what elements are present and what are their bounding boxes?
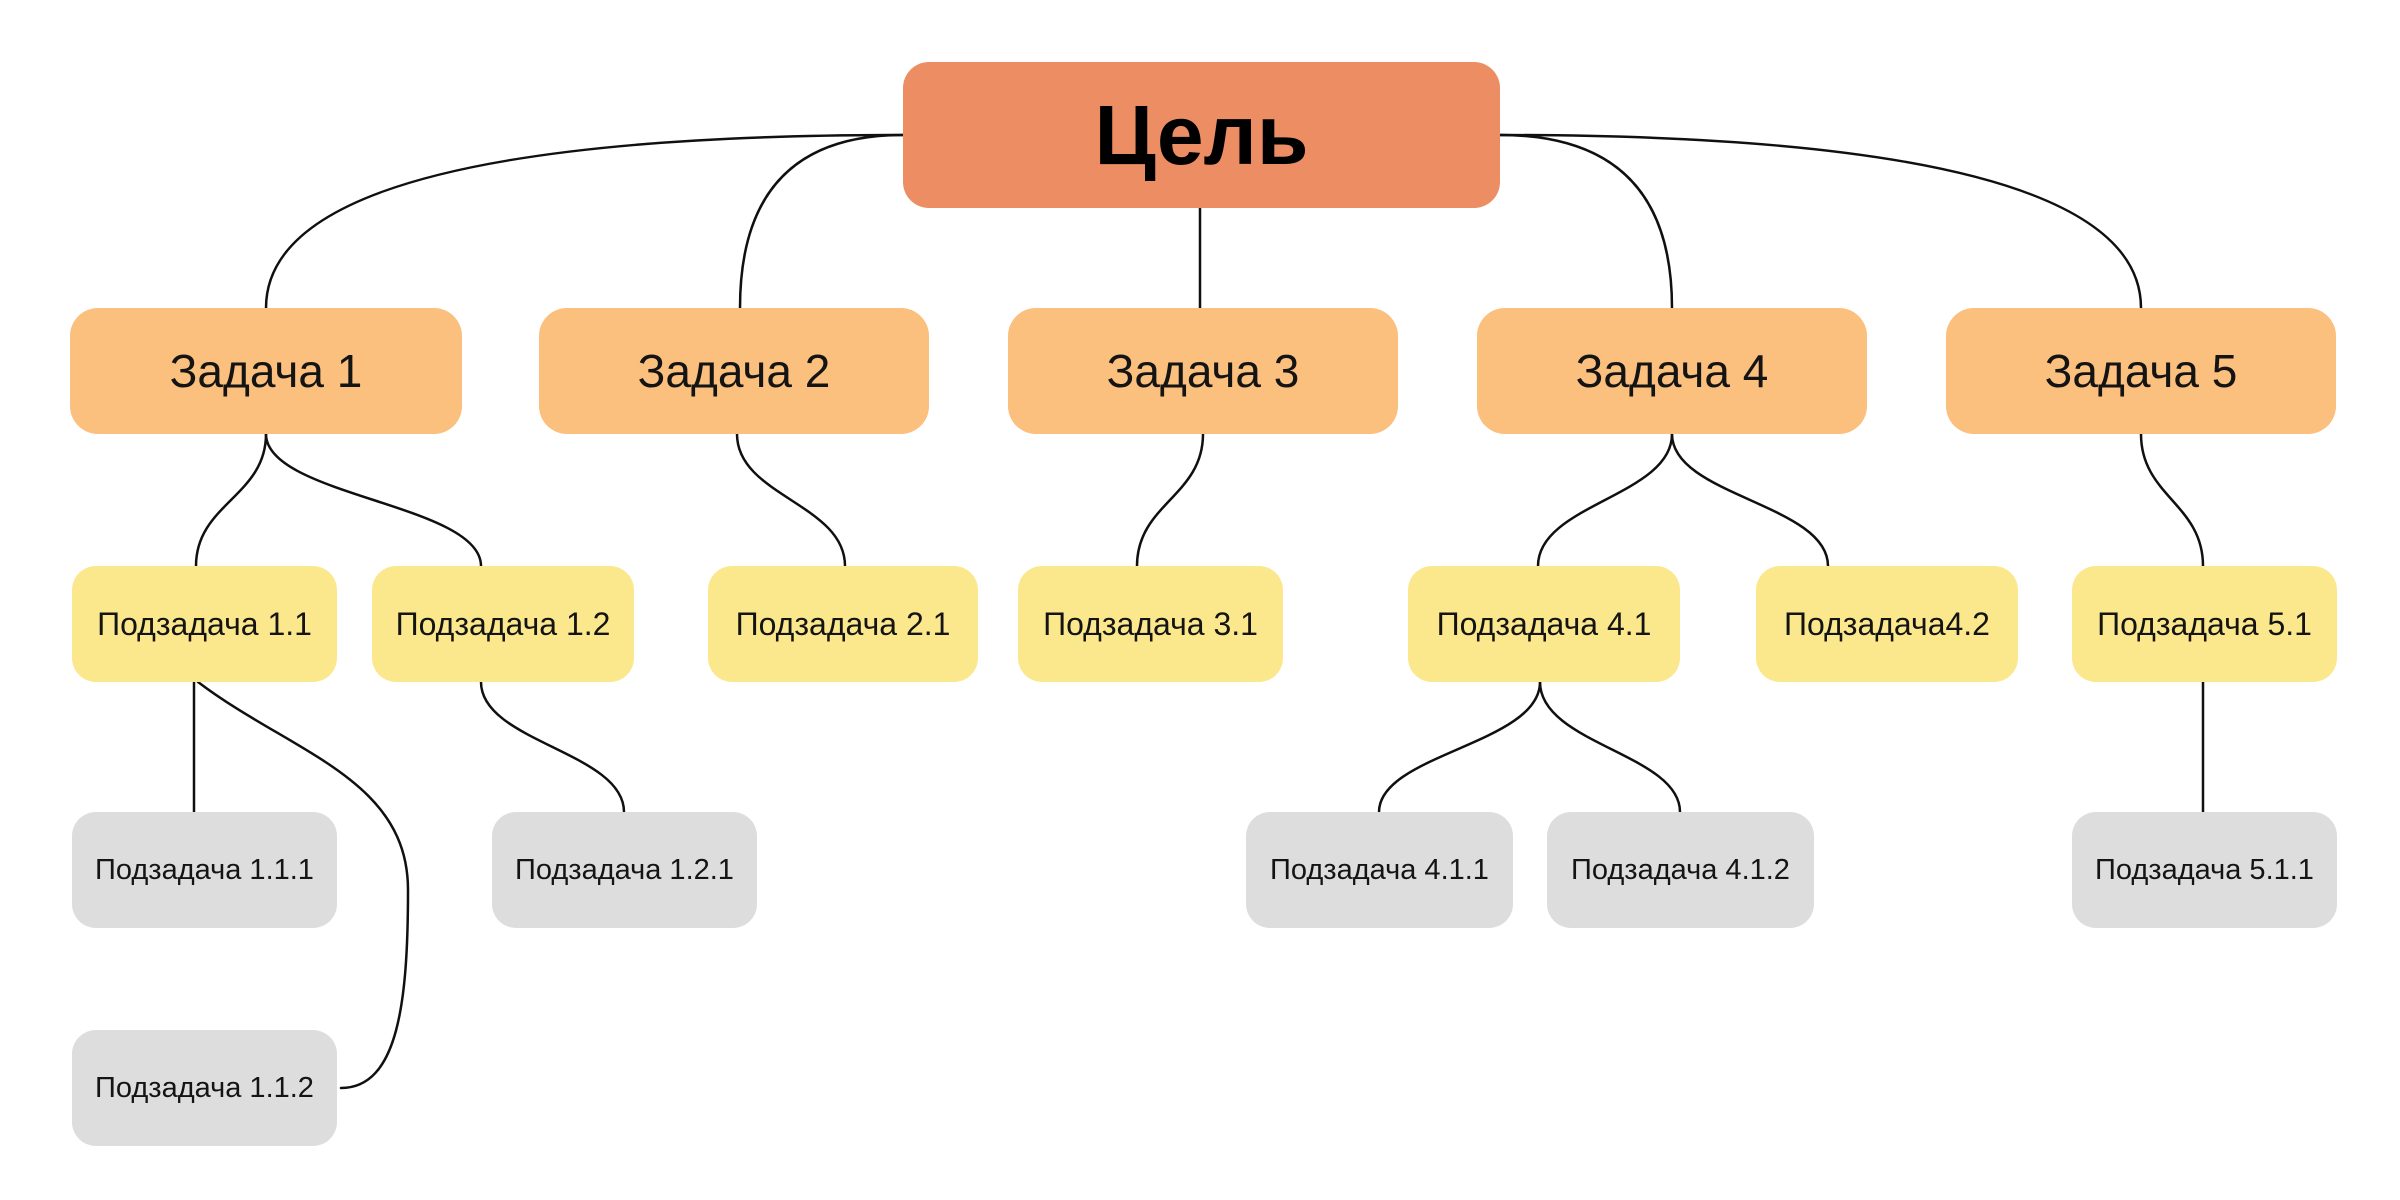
connector-task1-subtask1-2 — [264, 432, 483, 568]
connector-task4-subtask4-1 — [1536, 432, 1674, 568]
connector-task2-subtask2-1 — [735, 432, 847, 568]
node-task-5[interactable]: Задача 5 — [1946, 308, 2336, 434]
node-subtask-4-2[interactable]: Подзадача4.2 — [1756, 566, 2018, 682]
node-subtask-4-1[interactable]: Подзадача 4.1 — [1408, 566, 1680, 682]
node-subtask-1-2-1[interactable]: Подзадача 1.2.1 — [492, 812, 757, 928]
node-subtask-1-2[interactable]: Подзадача 1.2 — [372, 566, 634, 682]
connector-goal-task5 — [1498, 133, 2143, 310]
connector-goal-task2 — [738, 133, 905, 310]
node-subtask-3-1[interactable]: Подзадача 3.1 — [1018, 566, 1283, 682]
node-task-1[interactable]: Задача 1 — [70, 308, 462, 434]
node-task-3[interactable]: Задача 3 — [1008, 308, 1398, 434]
connector-goal-task4 — [1498, 133, 1674, 310]
node-task-4[interactable]: Задача 4 — [1477, 308, 1867, 434]
connector-task1-subtask1-1 — [194, 432, 268, 568]
node-subtask-1-1[interactable]: Подзадача 1.1 — [72, 566, 337, 682]
node-goal[interactable]: Цель — [903, 62, 1500, 208]
node-subtask-4-1-1[interactable]: Подзадача 4.1.1 — [1246, 812, 1513, 928]
node-subtask-5-1-1[interactable]: Подзадача 5.1.1 — [2072, 812, 2337, 928]
connector-subtask4-1-subtask4-1-2 — [1538, 680, 1682, 814]
connector-subtask1-2-subtask1-2-1 — [479, 680, 626, 814]
connector-task4-subtask4-2 — [1670, 432, 1830, 568]
node-subtask-4-1-2[interactable]: Подзадача 4.1.2 — [1547, 812, 1814, 928]
node-subtask-2-1[interactable]: Подзадача 2.1 — [708, 566, 978, 682]
connector-subtask1-1-subtask1-1-2 — [196, 680, 410, 1090]
connector-subtask4-1-subtask4-1-1 — [1377, 680, 1542, 814]
connector-goal-task1 — [264, 133, 905, 310]
node-subtask-1-1-2[interactable]: Подзадача 1.1.2 — [72, 1030, 337, 1146]
connector-task3-subtask3-1 — [1135, 432, 1205, 568]
node-task-2[interactable]: Задача 2 — [539, 308, 929, 434]
connector-task5-subtask5-1 — [2139, 432, 2205, 568]
node-subtask-5-1[interactable]: Подзадача 5.1 — [2072, 566, 2337, 682]
node-subtask-1-1-1[interactable]: Подзадача 1.1.1 — [72, 812, 337, 928]
